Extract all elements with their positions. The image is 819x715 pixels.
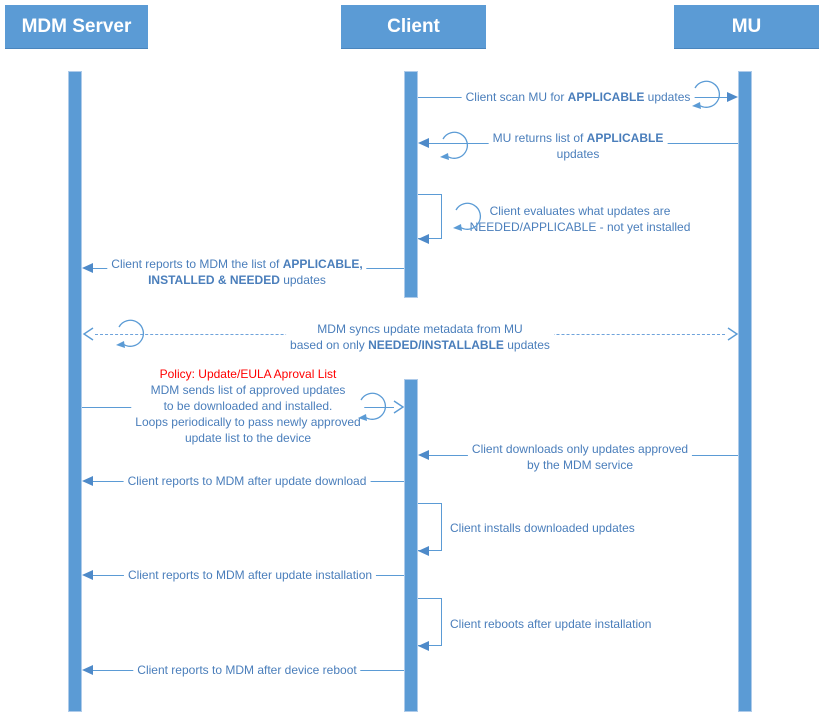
arrowhead-left-icon	[418, 641, 429, 651]
policy-title-text: Policy: Update/EULA Aproval List	[159, 367, 337, 381]
message-text: Client reports to MDM after update downl…	[127, 474, 367, 488]
message-label-report-install: Client reports to MDM after update insta…	[123, 567, 377, 583]
message-text: Client reports to MDM after device reboo…	[137, 663, 357, 677]
message-text-line: by the MDM service	[526, 458, 634, 472]
actor-box-mu: MU	[674, 5, 819, 48]
open-arrowhead-left-icon	[82, 327, 94, 341]
message-text-bold: APPLICABLE	[586, 131, 664, 145]
message-text-line: MDM sends list of approved updates	[150, 383, 346, 397]
message-text-line: based on only NEEDED/INSTALLABLE updates	[290, 337, 550, 353]
message-text-line: Client evaluates what updates are	[489, 204, 671, 218]
message-text-bold: NEEDED/INSTALLABLE	[368, 338, 504, 352]
message-text-line: Client downloads only updates approved	[471, 442, 689, 456]
message-text-line: Client reports to MDM the list of APPLIC…	[111, 256, 362, 272]
actor-label-mu: MU	[731, 15, 762, 37]
message-text-bold: APPLICABLE	[567, 90, 645, 104]
message-label-downloads: Client downloads only updates approved b…	[467, 441, 693, 473]
message-label-returns: MU returns list of APPLICABLE updates	[488, 130, 668, 162]
message-text: MU returns list of	[492, 131, 587, 145]
arrowhead-left-icon	[418, 138, 429, 148]
lifeline-mdm-server	[68, 71, 82, 712]
message-text-line: INSTALLED & NEEDED updates	[111, 272, 362, 288]
message-label-sync: MDM syncs update metadata from MU based …	[286, 321, 554, 353]
open-arrowhead-right-icon	[393, 400, 405, 414]
open-arrowhead-right-icon	[727, 327, 739, 341]
lifeline-mu	[738, 71, 752, 712]
message-text: updates	[279, 273, 326, 287]
message-label-scan: Client scan MU for APPLICABLE updates	[461, 89, 695, 105]
message-text: Client scan MU for	[465, 90, 568, 104]
message-text-line: Loops periodically to pass newly approve…	[135, 415, 361, 429]
message-text: Client reports to MDM the list of	[111, 257, 283, 271]
message-text: Client reboots after update installation	[450, 617, 652, 631]
message-label-reboots: Client reboots after update installation	[450, 616, 652, 632]
self-loop-bracket	[418, 503, 442, 551]
self-loop-bracket	[418, 194, 442, 239]
arrowhead-left-icon	[82, 570, 93, 580]
message-label-report-reboot: Client reports to MDM after device reboo…	[133, 662, 361, 678]
message-text-line: NEEDED/APPLICABLE - not yet installed	[469, 220, 691, 234]
arrowhead-left-icon	[82, 665, 93, 675]
message-label-report-download: Client reports to MDM after update downl…	[123, 473, 371, 489]
message-text: updates	[644, 90, 691, 104]
message-text-line: to be downloaded and installed.	[163, 399, 333, 413]
self-loop-bracket	[418, 598, 442, 646]
loop-icon	[358, 392, 386, 421]
message-text-bold: INSTALLED & NEEDED	[148, 273, 280, 287]
loop-icon	[453, 202, 481, 231]
message-label-reports-list: Client reports to MDM the list of APPLIC…	[107, 256, 367, 288]
message-text: Client installs downloaded updates	[450, 521, 635, 535]
actor-box-mdm-server: MDM Server	[5, 5, 148, 48]
arrowhead-right-icon	[727, 92, 738, 102]
actor-box-client: Client	[341, 5, 486, 48]
message-text-line: MDM syncs update metadata from MU	[317, 322, 523, 336]
arrowhead-left-icon	[418, 450, 429, 460]
loop-icon	[692, 80, 720, 109]
message-text-line: update list to the device	[184, 431, 312, 445]
actor-label-mdm-server: MDM Server	[21, 15, 132, 37]
lifeline-client-segment-2	[404, 379, 418, 712]
loop-icon	[440, 131, 468, 160]
message-text-line: updates	[556, 147, 600, 161]
message-label-evaluates: Client evaluates what updates are NEEDED…	[465, 203, 695, 235]
message-label-policy: Policy: Update/EULA Aproval List MDM sen…	[131, 366, 365, 446]
message-text: Client reports to MDM after update insta…	[127, 568, 373, 582]
message-text-line: MU returns list of APPLICABLE	[493, 130, 664, 146]
message-text: based on only	[290, 338, 369, 352]
message-label-installs: Client installs downloaded updates	[450, 520, 635, 536]
lifeline-client-segment-1	[404, 71, 418, 298]
arrowhead-left-icon	[418, 234, 429, 244]
message-text-bold: APPLICABLE,	[282, 257, 363, 271]
arrowhead-left-icon	[82, 476, 93, 486]
actor-label-client: Client	[387, 15, 440, 37]
arrowhead-left-icon	[82, 263, 93, 273]
message-text: updates	[503, 338, 550, 352]
arrowhead-left-icon	[418, 546, 429, 556]
loop-icon	[116, 319, 144, 348]
